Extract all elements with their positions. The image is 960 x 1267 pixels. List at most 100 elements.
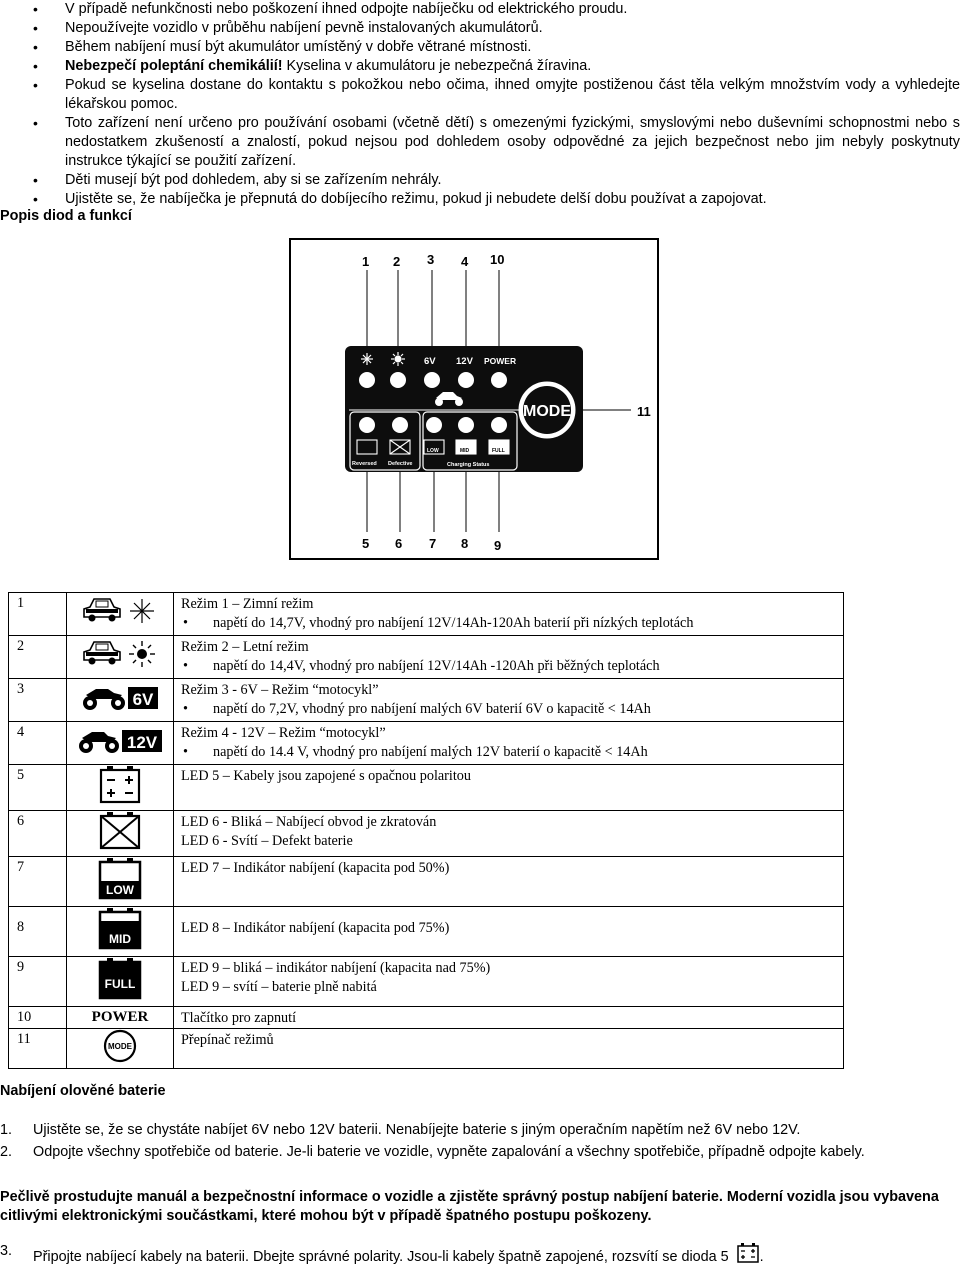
led-5 <box>359 417 375 433</box>
top-led-row <box>359 372 507 388</box>
safety-list: V případě nefunkčnosti nebo poškození ih… <box>0 0 960 209</box>
row-description: Přepínač režimů <box>173 1028 844 1069</box>
callout-7: 7 <box>429 536 436 551</box>
table-row: 4 12V Režim 4 - 12V – Režim “motocykl” n… <box>8 721 844 765</box>
led-function-table: 1 Režim 1 – Zimní režim napětí do 14,7V,… <box>8 592 844 1069</box>
led-4 <box>458 372 474 388</box>
table-row: 10 POWER Tlačítko pro zapnutí <box>8 1006 844 1029</box>
mode-icons <box>361 352 405 366</box>
mode-button-label: MODE <box>523 403 571 420</box>
safety-bullet: Pokud se kyselina dostane do kontaktu s … <box>0 76 960 114</box>
row-description: Režim 1 – Zimní režim napětí do 14,7V, v… <box>173 592 844 636</box>
battery-mid-icon: MID <box>98 908 142 950</box>
row-number: 4 <box>8 721 67 765</box>
callout-2: 2 <box>393 254 400 269</box>
led-3 <box>424 372 440 388</box>
row-number: 10 <box>8 1006 67 1029</box>
car-snowflake-icon <box>83 598 154 623</box>
row-description: LED 8 – Indikátor nabíjení (kapacita pod… <box>173 906 844 957</box>
led-9 <box>491 417 507 433</box>
callout-8: 8 <box>461 536 468 551</box>
table-row: 11 MODE Přepínač režimů <box>8 1028 844 1069</box>
row-icon-cell: FULL <box>66 956 174 1007</box>
table-row: 2 Režim 2 – Letní režim <box>8 635 844 679</box>
panel-low-label: LOW <box>427 448 439 454</box>
svg-text:MID: MID <box>109 932 131 946</box>
battery-full-icon: FULL <box>98 958 142 1000</box>
callout-1: 1 <box>362 254 369 269</box>
safety-bullet: Během nabíjení musí být akumulátor umíst… <box>0 38 960 57</box>
row-description: Tlačítko pro zapnutí <box>173 1006 844 1029</box>
low-battery-icon <box>423 439 445 455</box>
mode-button: MODE <box>518 381 576 439</box>
charging-heading: Nabíjení olověné baterie <box>0 1083 166 1099</box>
battery-low-icon: LOW <box>98 858 142 900</box>
table-row: 5 LED 5 – Kabely jsou zapojené s opačnou… <box>8 764 844 811</box>
row-description: LED 6 - Bliká – Nabíjecí obvod je zkrato… <box>173 810 844 857</box>
charging-warning: Pečlivě prostudujte manuál a bezpečnostn… <box>0 1189 939 1224</box>
car-sun-icon <box>83 641 155 667</box>
panel-full-label: FULL <box>492 448 505 454</box>
defective-battery-icon <box>99 812 141 850</box>
row-description: Režim 3 - 6V – Režim “motocykl” napětí d… <box>173 678 844 722</box>
row-icon-cell <box>66 592 174 636</box>
svg-text:12V: 12V <box>127 733 158 752</box>
defective-battery-icon <box>389 439 411 455</box>
motorcycle-icon <box>435 392 463 406</box>
row-number: 3 <box>8 678 67 722</box>
row-number: 5 <box>8 764 67 811</box>
row-number: 8 <box>8 906 67 957</box>
table-row: 8 MID LED 8 – Indikátor nabíjení (kapaci… <box>8 906 844 957</box>
safety-bullet: Ujistěte se, že nabíječka je přepnutá do… <box>0 190 960 209</box>
mid-battery-icon <box>455 439 477 455</box>
led-10 <box>491 372 507 388</box>
reversed-polarity-icon <box>99 766 141 804</box>
svg-text:MODE: MODE <box>108 1042 133 1051</box>
row-icon-cell: MID <box>66 906 174 957</box>
led-1 <box>359 372 375 388</box>
callout-9: 9 <box>494 538 501 553</box>
safety-bullet: Toto zařízení není určeno pro používání … <box>0 114 960 171</box>
bottom-led-row <box>359 417 507 433</box>
charging-group <box>422 411 518 471</box>
svg-text:LOW: LOW <box>106 883 135 897</box>
row-description: LED 5 – Kabely jsou zapojené s opačnou p… <box>173 764 844 811</box>
row-number: 6 <box>8 810 67 857</box>
row-description: LED 7 – Indikátor nabíjení (kapacita pod… <box>173 856 844 907</box>
callout-3: 3 <box>427 252 434 267</box>
row-number: 2 <box>8 635 67 679</box>
charger-panel-figure: 1 2 3 4 10 11 5 6 7 8 9 <box>289 238 659 560</box>
row-icon-cell <box>66 810 174 857</box>
row-icon-cell <box>66 764 174 811</box>
row-icon-cell: 6V <box>66 678 174 722</box>
svg-text:6V: 6V <box>133 690 154 709</box>
callout-4: 4 <box>461 254 469 269</box>
panel-label-power: POWER <box>484 356 516 366</box>
led-section-heading: Popis diod a funkcí <box>0 208 132 224</box>
row-icon-cell: 12V <box>66 721 174 765</box>
table-row: 1 Režim 1 – Zimní režim napětí do 14,7V,… <box>8 592 844 636</box>
full-battery-icon <box>488 439 510 455</box>
panel-charging-status-label: Charging Status <box>447 462 489 468</box>
row-icon-cell: MODE <box>66 1028 174 1069</box>
safety-bullet: Děti musejí být pod dohledem, aby si se … <box>0 171 960 190</box>
table-row: 7 LOW LED 7 – Indikátor nabíjení (kapaci… <box>8 856 844 907</box>
safety-bullet: Nepoužívejte vozidlo v průběhu nabíjení … <box>0 19 960 38</box>
row-icon-cell: LOW <box>66 856 174 907</box>
callout-6: 6 <box>395 536 402 551</box>
panel-label-6v: 6V <box>424 356 436 367</box>
panel-defective-label: Defective <box>388 461 412 467</box>
svg-text:FULL: FULL <box>105 977 136 991</box>
row-number: 1 <box>8 592 67 636</box>
led-8 <box>458 417 474 433</box>
row-number: 7 <box>8 856 67 907</box>
panel-reversed-label: Reversed <box>352 461 377 467</box>
motorcycle-6v-icon: 6V <box>83 687 158 710</box>
snowflake-icon <box>361 353 373 365</box>
panel-mid-label: MID <box>460 448 470 454</box>
charger-panel-drawing: 1 2 3 4 10 11 5 6 7 8 9 <box>345 252 651 553</box>
mode-button-icon: MODE <box>103 1029 137 1063</box>
table-row: 3 6V Režim 3 - 6V – Režim “motocykl” nap… <box>8 678 844 722</box>
led-7 <box>426 417 442 433</box>
row-icon-cell <box>66 635 174 679</box>
